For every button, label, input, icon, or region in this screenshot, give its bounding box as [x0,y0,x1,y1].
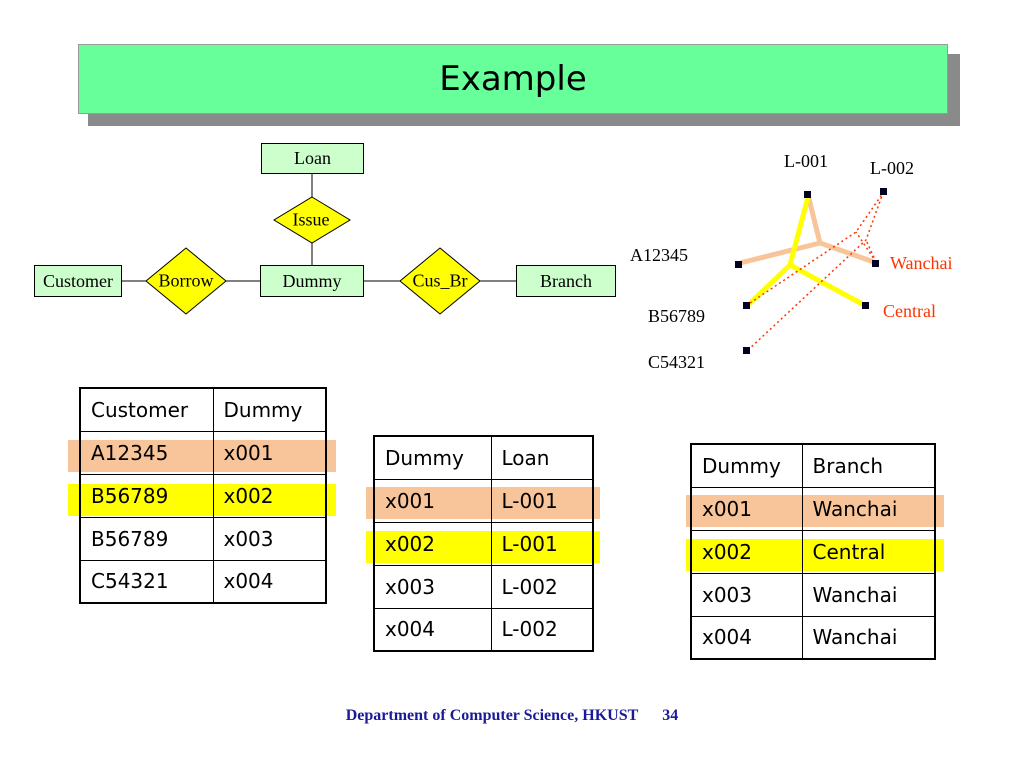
title-box: Example [78,44,948,114]
issue-label: Issue [292,209,330,230]
table-header: Customer [79,387,214,432]
borrow-label: Borrow [158,270,214,291]
table-header-row: Customer Dummy [79,387,327,432]
peach-path-customer [739,240,821,266]
page-title: Example [439,59,587,99]
table-cell: B56789 [79,516,214,561]
node-l001 [804,191,811,198]
table-header: Dummy [373,435,492,480]
table-cell: x004 [373,607,492,652]
table-cell: L-001 [490,478,594,523]
table-row: x003 Wanchai [690,572,936,617]
node-b56789 [743,302,750,309]
entity-dummy: Dummy [260,265,364,297]
table-cell: x002 [373,521,492,566]
table-cell: Central [801,529,936,574]
yellow-path-loan [787,196,811,266]
cusbr-diamond [399,247,481,315]
table-cell: L-002 [490,564,594,609]
node-l002 [880,188,887,195]
dummy-loan-table: Dummy Loan x001 L-001 x002 L-001 x003 L-… [373,435,594,652]
dummy-branch-table: Dummy Branch x001 Wanchai x002 Central x… [690,443,936,660]
table-row: A12345 x001 [79,430,327,475]
table-cell: x003 [690,572,803,617]
borrow-diamond [145,247,227,315]
label-c54321: C54321 [648,352,706,372]
yellow-path-customer [745,263,792,308]
table-cell: B56789 [79,473,214,518]
table-cell: x004 [690,615,803,660]
table-row: x004 Wanchai [690,615,936,660]
table-row: C54321 x004 [79,559,327,604]
table-cell: A12345 [79,430,214,475]
node-wanchai [872,260,879,267]
label-l001: L-001 [784,151,828,171]
label-b56789: B56789 [648,306,706,326]
page-number: 34 [662,707,679,724]
table-cell: L-002 [490,607,594,652]
table-header: Dummy [212,387,327,432]
table-cell: x002 [690,529,803,574]
dotted-path-wanchai-2 [865,239,877,263]
table-row: x002 L-001 [373,521,594,566]
table-cell: Wanchai [801,486,936,531]
table-cell: x004 [212,559,327,604]
table-header: Branch [801,443,936,488]
node-central [862,302,869,309]
table-header: Dummy [690,443,803,488]
label-a12345: A12345 [630,245,688,265]
table-row: x004 L-002 [373,607,594,652]
issue-diamond [273,196,351,244]
entity-branch: Branch [516,265,616,297]
table-row: x001 L-001 [373,478,594,523]
entity-customer: Customer [34,265,122,297]
label-central: Central [883,301,936,321]
table-row: x003 L-002 [373,564,594,609]
footer: Department of Computer Science, HKUST 34 [0,707,1024,725]
footer-department: Department of Computer Science, HKUST [345,707,639,724]
table-cell: x001 [212,430,327,475]
customer-dummy-table: Customer Dummy A12345 x001 B56789 x002 B… [79,387,327,604]
table-cell: x002 [212,473,327,518]
node-c54321 [743,347,750,354]
table-cell: x001 [690,486,803,531]
table-cell: Wanchai [801,615,936,660]
table-cell: x003 [373,564,492,609]
table-cell: x003 [212,516,327,561]
label-l002: L-002 [870,158,914,178]
table-cell: L-001 [490,521,594,566]
table-row: B56789 x002 [79,473,327,518]
dotted-path-wanchai [855,231,877,263]
peach-path-loan [805,194,823,244]
dotted-path-c54321 [747,192,884,351]
table-row: x002 Central [690,529,936,574]
table-cell: Wanchai [801,572,936,617]
table-header-row: Dummy Branch [690,443,936,488]
node-a12345 [735,261,742,268]
label-wanchai: Wanchai [890,253,953,273]
table-cell: C54321 [79,559,214,604]
table-row: B56789 x003 [79,516,327,561]
table-header-row: Dummy Loan [373,435,594,480]
table-cell: x001 [373,478,492,523]
table-row: x001 Wanchai [690,486,936,531]
peach-path-branch [819,240,875,265]
entity-loan: Loan [261,143,364,174]
cusbr-label: Cus_Br [412,270,468,291]
table-header: Loan [490,435,594,480]
yellow-path-branch [788,262,868,309]
